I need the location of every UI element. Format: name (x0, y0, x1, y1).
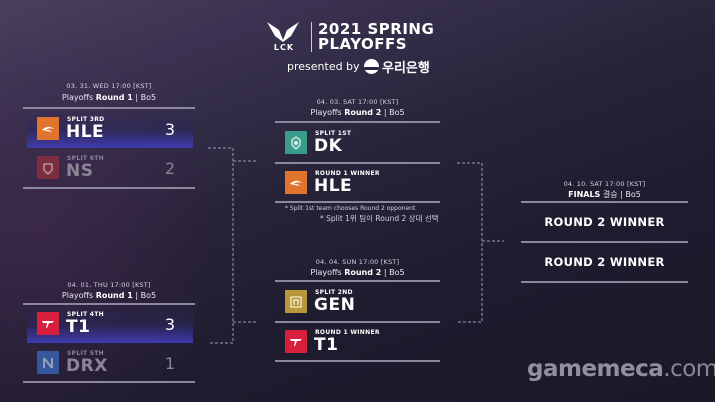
team-name: HLE (314, 176, 353, 196)
team-seed: ROUND 1 WINNER (315, 170, 380, 177)
team-row[interactable]: SPLIT 2ND GEN (275, 282, 440, 321)
divider (275, 280, 440, 282)
team-seed: SPLIT 4TH (67, 311, 104, 318)
match-title: FINALS 결승 | Bo5 (521, 189, 688, 200)
finals-slots: ROUND 2 WINNER ROUND 2 WINNER (521, 203, 688, 281)
team-row[interactable]: ROUND 1 WINNER HLE (275, 163, 440, 202)
presented-by-label: presented by (287, 60, 360, 73)
team-seed: SPLIT 6TH (67, 155, 104, 162)
match-title-prefix: Playoffs (310, 268, 342, 277)
lck-logo-icon (267, 22, 299, 42)
finals-title-korean: 결승 (602, 190, 618, 199)
ns-logo-icon (37, 156, 59, 179)
finals-slot[interactable]: ROUND 2 WINNER (544, 255, 665, 269)
page-title-line2: PLAYOFFS (318, 35, 408, 53)
match-date: 04. 04. SUN 17:00 [KST] (315, 258, 400, 266)
team-row-winner[interactable]: SPLIT 3RD HLE 3 (27, 109, 193, 148)
header-separator (311, 22, 312, 52)
match-title-suffix: | Bo5 (135, 291, 157, 300)
team-name: T1 (66, 317, 91, 337)
gen-logo-icon (285, 290, 307, 313)
divider (23, 107, 195, 109)
dk-logo-icon (285, 131, 307, 154)
lck-logo-text: LCK (273, 43, 295, 52)
match-title-round: Round 2 (344, 268, 382, 277)
divider (275, 360, 440, 362)
team-score: 3 (164, 120, 175, 139)
team-seed: SPLIT 1ST (315, 130, 352, 137)
watermark-tld: .com (663, 356, 715, 382)
divider (23, 381, 195, 383)
sponsor: 우리은행 (364, 57, 430, 76)
divider (521, 241, 688, 243)
finals-slot[interactable]: ROUND 2 WINNER (544, 215, 665, 229)
match-date: 04. 03. SAT 17:00 [KST] (316, 98, 399, 106)
divider (275, 162, 440, 164)
watermark: gamemeca.com (527, 356, 715, 382)
team-name: DK (314, 136, 343, 156)
team-name: NS (66, 161, 94, 181)
match-title: Playoffs Round 1 | Bo5 (23, 93, 195, 102)
t1-logo-icon (37, 312, 59, 335)
divider (23, 187, 195, 189)
finals-title: FINALS (568, 190, 601, 199)
connector-r1-to-r2-left (208, 147, 234, 344)
team-seed: ROUND 1 WINNER (315, 329, 380, 336)
match-title-prefix: Playoffs (310, 108, 342, 117)
match-title-prefix: Playoffs (61, 93, 94, 102)
team-name: HLE (66, 122, 105, 142)
team-score: 2 (164, 159, 175, 178)
team-row-loser[interactable]: SPLIT 6TH NS 2 (27, 148, 193, 187)
team-seed: SPLIT 3RD (67, 116, 105, 123)
match-title-suffix: | Bo5 (135, 93, 157, 102)
match-r1-2: SPLIT 4TH T1 3 SPLIT 5TH DRX 1 (27, 304, 193, 382)
match-date: 03. 31. WED 17:00 [KST] (66, 82, 152, 90)
hle-logo-icon (285, 171, 307, 194)
divider (275, 201, 440, 203)
divider (275, 321, 440, 323)
match-title-suffix: | Bo5 (383, 268, 405, 277)
match-r1-1: SPLIT 3RD HLE 3 SPLIT 6TH NS 2 (27, 109, 193, 187)
match-title-round: Round 2 (344, 108, 382, 117)
match-title: Playoffs Round 1 | Bo5 (23, 291, 195, 300)
team-name: DRX (66, 356, 108, 376)
match-title-round: Round 1 (95, 93, 133, 102)
match-title-suffix: | Bo5 (620, 190, 641, 199)
note-korean: * Split 1위 팀이 Round 2 상대 선택 (320, 214, 439, 223)
drx-logo-icon (37, 351, 59, 374)
divider (521, 201, 688, 203)
team-row-winner[interactable]: SPLIT 4TH T1 3 (27, 304, 193, 343)
sponsor-logo-icon (364, 59, 379, 74)
match-date: 04. 01. THU 17:00 [KST] (67, 281, 151, 289)
team-score: 1 (164, 354, 175, 373)
team-row[interactable]: SPLIT 1ST DK (275, 123, 440, 162)
team-row-loser[interactable]: SPLIT 5TH DRX 1 (27, 343, 193, 382)
match-date: 04. 10. SAT 17:00 [KST] (563, 180, 646, 188)
team-seed: SPLIT 2ND (315, 289, 353, 296)
page-title-line1: 2021 SPRING (318, 20, 435, 38)
team-name: GEN (314, 295, 356, 315)
hle-logo-icon (37, 117, 59, 140)
team-row[interactable]: ROUND 1 WINNER T1 (275, 322, 440, 361)
match-title-prefix: Playoffs (61, 291, 94, 300)
sponsor-name: 우리은행 (382, 61, 430, 76)
team-seed: SPLIT 5TH (67, 350, 104, 357)
team-score: 3 (164, 315, 175, 334)
divider (521, 281, 688, 283)
divider (275, 121, 440, 123)
connector-r2-to-final (457, 162, 483, 323)
match-title-round: Round 1 (95, 291, 133, 300)
match-title: Playoffs Round 2 | Bo5 (275, 268, 440, 277)
note-english: * Split 1st team chooses Round 2 opponen… (285, 205, 416, 212)
match-title-suffix: | Bo5 (383, 108, 405, 117)
match-title: Playoffs Round 2 | Bo5 (275, 108, 440, 117)
team-name: T1 (314, 335, 339, 355)
watermark-brand: gamemeca (527, 356, 664, 382)
t1-logo-icon (285, 330, 307, 353)
